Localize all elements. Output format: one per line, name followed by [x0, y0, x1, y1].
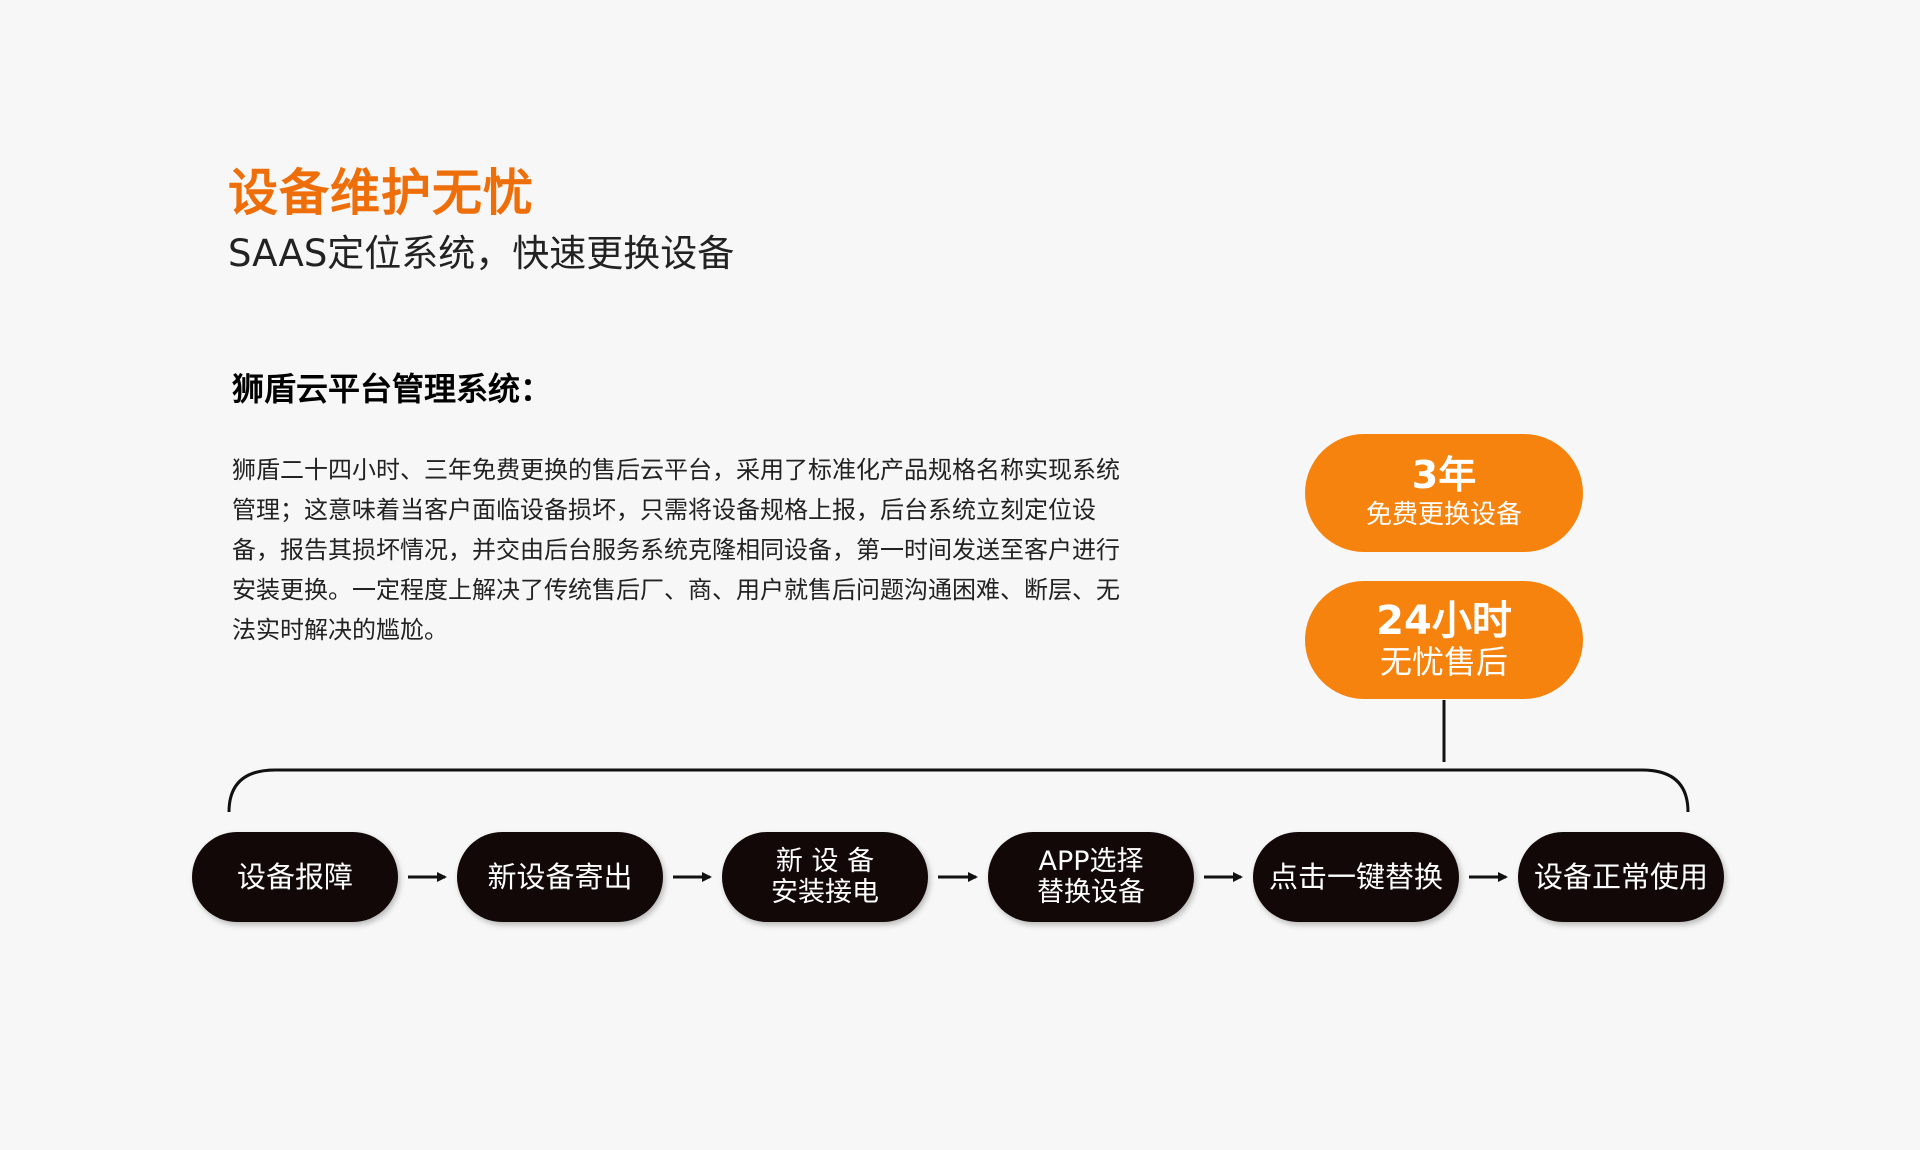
step-line-2: 替换设备 — [1037, 877, 1145, 908]
badge-three-years-value: 3年 — [1411, 453, 1477, 497]
step-line-2: 安装接电 — [771, 877, 879, 908]
step-line-1: 点击一键替换 — [1268, 859, 1443, 894]
step-line-1: 设备报障 — [236, 859, 353, 894]
step-install-power: 新 设 备 安装接电 — [722, 832, 928, 922]
section-heading: 狮盾云平台管理系统： — [232, 370, 553, 408]
page-title: 设备维护无忧 — [228, 164, 534, 222]
section-description: 狮盾二十四小时、三年免费更换的售后云平台，采用了标准化产品规格名称实现系统管理；… — [232, 456, 1120, 644]
badge-24-hours: 24小时 无忧售后 — [1305, 581, 1583, 699]
badge-24-hours-label: 无忧售后 — [1379, 643, 1508, 681]
badge-three-years: 3年 免费更换设备 — [1305, 434, 1583, 552]
step-line-1: 设备正常使用 — [1533, 859, 1708, 894]
step-new-device-shipped: 新设备寄出 — [457, 832, 663, 922]
page-subtitle: SAAS定位系统，快速更换设备 — [228, 232, 735, 275]
badge-three-years-label: 免费更换设备 — [1365, 500, 1522, 530]
step-line-1: 新 设 备 — [775, 846, 875, 877]
step-line-1: APP选择 — [1038, 846, 1144, 877]
step-app-select: APP选择 替换设备 — [988, 832, 1194, 922]
step-line-1: 新设备寄出 — [487, 859, 633, 894]
step-one-click-replace: 点击一键替换 — [1253, 832, 1459, 922]
badge-24-hours-value: 24小时 — [1376, 598, 1512, 644]
bracket-line — [227, 768, 1690, 813]
step-device-normal-use: 设备正常使用 — [1518, 832, 1724, 922]
step-device-report: 设备报障 — [192, 832, 398, 922]
